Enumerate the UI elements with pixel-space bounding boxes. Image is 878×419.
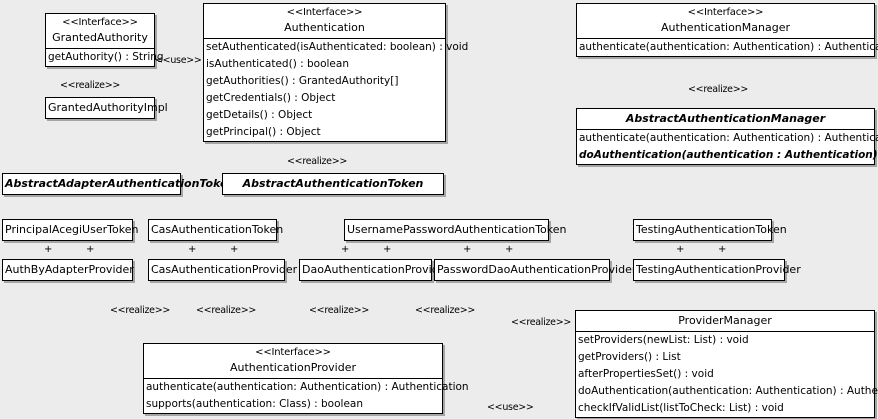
operation: checkIfValidList(listToCheck: List) : vo… — [578, 402, 784, 414]
operations-authentication: setAuthenticated(isAuthenticated: boolea… — [204, 38, 469, 141]
association-plus: + — [383, 244, 392, 255]
class-header-abstract-authentication-manager: AbstractAuthenticationManager — [577, 109, 874, 129]
class-name-abstract-authentication-manager: AbstractAuthenticationManager — [625, 112, 826, 125]
class-box-granted-authority[interactable]: <<Interface>> GrantedAuthority getAuthor… — [45, 13, 164, 67]
class-box-testing-authentication-provider[interactable]: TestingAuthenticationProvider — [633, 259, 801, 281]
class-header-provider-manager: ProviderManager — [576, 311, 874, 331]
class-box-abstract-adapter-authentication-token[interactable]: AbstractAdapterAuthenticationToken — [2, 173, 235, 195]
class-box-granted-authority-impl[interactable]: GrantedAuthorityImpl — [45, 97, 168, 119]
association-plus: + — [44, 244, 53, 255]
class-name-cas-authentication-token: CasAuthenticationToken — [151, 223, 284, 236]
class-name-auth-by-adapter-provider: AuthByAdapterProvider — [5, 263, 134, 276]
edge-label-realize-grantedauthorityimpl: <<realize>> — [60, 80, 121, 91]
class-name-authentication: Authentication — [284, 21, 365, 34]
operations-abstract-authentication-manager: authenticate(authentication: Authenticat… — [577, 129, 878, 164]
operation: getDetails() : Object — [206, 109, 313, 121]
class-box-authentication-provider[interactable]: <<Interface>> AuthenticationProvider aut… — [143, 343, 469, 414]
stereotype-interface: <<Interface>> — [255, 347, 331, 358]
association-plus: + — [230, 244, 239, 255]
operation: getAuthorities() : GrantedAuthority[] — [206, 75, 399, 87]
class-name-granted-authority-impl: GrantedAuthorityImpl — [48, 101, 168, 114]
edge-label-realize-abstractmanager: <<realize>> — [688, 84, 749, 95]
class-box-abstract-authentication-token[interactable]: AbstractAuthenticationToken — [222, 173, 444, 195]
class-box-testing-authentication-token[interactable]: TestingAuthenticationToken — [633, 219, 787, 241]
operation: supports(authentication: Class) : boolea… — [146, 398, 363, 410]
class-name-authentication-provider: AuthenticationProvider — [229, 361, 357, 374]
operations-authentication-provider: authenticate(authentication: Authenticat… — [144, 378, 469, 413]
class-box-cas-authentication-token[interactable]: CasAuthenticationToken — [148, 219, 283, 241]
class-name-authentication-manager: AuthenticationManager — [661, 21, 790, 34]
operations-granted-authority: getAuthority() : String — [46, 48, 164, 66]
class-header-authentication-manager: <<Interface>> AuthenticationManager — [577, 4, 874, 38]
edge-label-realize-testingauthenticationprovider: <<realize>> — [511, 317, 572, 328]
operation: getPrincipal() : Object — [206, 126, 321, 138]
class-box-dao-authentication-provider[interactable]: DaoAuthenticationProvider — [299, 259, 450, 281]
operation: getProviders() : List — [578, 351, 681, 363]
class-box-cas-authentication-provider[interactable]: CasAuthenticationProvider — [148, 259, 297, 281]
class-name-username-password-authentication-token: UsernamePasswordAuthenticationToken — [347, 223, 567, 236]
operation: isAuthenticated() : boolean — [206, 58, 349, 70]
association-plus: + — [718, 244, 727, 255]
class-name-password-dao-authentication-provider: PasswordDaoAuthenticationProvider — [437, 263, 637, 276]
operation: authenticate(authentication: Authenticat… — [579, 132, 878, 144]
class-box-auth-by-adapter-provider[interactable]: AuthByAdapterProvider — [2, 259, 134, 281]
edge-label-use-authentication-grantedauthority: <<use>> — [155, 55, 202, 66]
class-box-abstract-authentication-manager[interactable]: AbstractAuthenticationManager authentica… — [576, 108, 878, 165]
class-box-authentication-manager[interactable]: <<Interface>> AuthenticationManager auth… — [576, 3, 878, 57]
association-plus: + — [463, 244, 472, 255]
class-name-cas-authentication-provider: CasAuthenticationProvider — [151, 263, 298, 276]
association-plus: + — [86, 244, 95, 255]
class-name-principal-acegi-user-token: PrincipalAcegiUserToken — [5, 223, 139, 236]
association-plus: + — [505, 244, 514, 255]
class-name-abstract-authentication-token: AbstractAuthenticationToken — [242, 177, 424, 190]
edge-label-realize-daoauthenticationprovider: <<realize>> — [309, 305, 370, 316]
class-box-provider-manager[interactable]: ProviderManager setProviders(newList: Li… — [575, 310, 878, 418]
edge-label-use-providermanager-authenticationprovider: <<use>> — [487, 402, 534, 413]
class-header-authentication-provider: <<Interface>> AuthenticationProvider — [144, 344, 442, 378]
class-name-testing-authentication-provider: TestingAuthenticationProvider — [636, 263, 801, 276]
operation: doAuthentication(authentication: Authent… — [578, 385, 878, 397]
stereotype-interface: <<Interface>> — [62, 17, 138, 28]
stereotype-interface: <<Interface>> — [286, 7, 363, 18]
class-name-provider-manager: ProviderManager — [678, 314, 772, 327]
association-plus: + — [188, 244, 197, 255]
edge-label-realize-authbyadapterprovider: <<realize>> — [110, 305, 171, 316]
edge-label-realize-passworddaoprovider: <<realize>> — [415, 305, 476, 316]
operation: getAuthority() : String — [48, 51, 164, 63]
association-plus: + — [676, 244, 685, 255]
operations-authentication-manager: authenticate(authentication: Authenticat… — [577, 38, 878, 56]
edge-label-realize-casauthenticationprovider: <<realize>> — [196, 305, 257, 316]
class-name-granted-authority: GrantedAuthority — [52, 31, 148, 44]
operation: setProviders(newList: List) : void — [578, 334, 749, 346]
class-box-authentication[interactable]: <<Interface>> Authentication setAuthenti… — [203, 3, 469, 142]
class-header-authentication: <<Interface>> Authentication — [204, 4, 445, 38]
class-box-username-password-authentication-token[interactable]: UsernamePasswordAuthenticationToken — [344, 219, 567, 241]
operation: setAuthenticated(isAuthenticated: boolea… — [206, 41, 469, 53]
stereotype-interface: <<Interface>> — [687, 7, 764, 18]
operation: doAuthentication(authentication : Authen… — [579, 149, 878, 161]
operation: afterPropertiesSet() : void — [578, 368, 714, 380]
operation: getCredentials() : Object — [206, 92, 336, 104]
association-plus: + — [341, 244, 350, 255]
edge-label-realize-abstracttoken-authentication: <<realize>> — [287, 156, 348, 167]
class-name-testing-authentication-token: TestingAuthenticationToken — [636, 223, 787, 236]
class-name-abstract-adapter-authentication-token: AbstractAdapterAuthenticationToken — [5, 177, 236, 190]
operation: authenticate(authentication: Authenticat… — [146, 381, 469, 393]
class-header-granted-authority: <<Interface>> GrantedAuthority — [46, 14, 154, 48]
operations-provider-manager: setProviders(newList: List) : void getPr… — [576, 331, 878, 417]
operation: authenticate(authentication: Authenticat… — [579, 41, 878, 53]
class-box-password-dao-authentication-provider[interactable]: PasswordDaoAuthenticationProvider — [434, 259, 636, 281]
class-box-principal-acegi-user-token[interactable]: PrincipalAcegiUserToken — [2, 219, 138, 241]
class-name-dao-authentication-provider: DaoAuthenticationProvider — [302, 263, 450, 276]
